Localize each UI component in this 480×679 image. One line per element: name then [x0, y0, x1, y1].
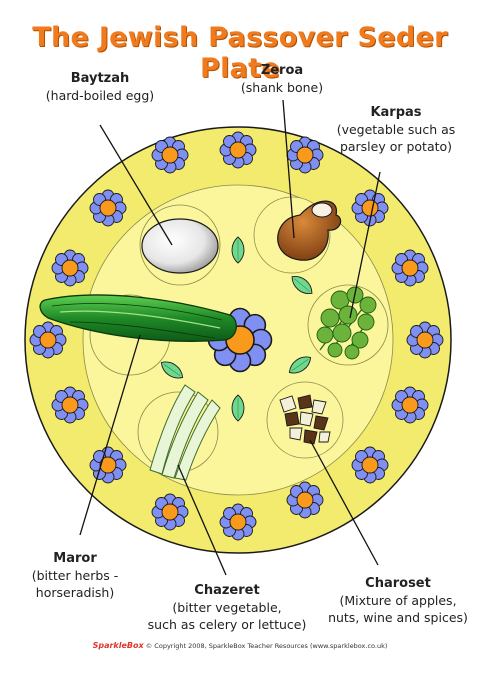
flower-icon	[51, 249, 89, 287]
parsley-icon	[316, 286, 377, 360]
flower-icon	[151, 136, 189, 174]
pointer-chazeret	[177, 464, 227, 576]
copyright-text: © Copyright 2008, SparkleBox Teacher Res…	[145, 642, 388, 650]
flower-icon	[219, 503, 257, 541]
flower-icon	[29, 321, 67, 359]
label-zeroa-name: Zeroa	[260, 63, 304, 78]
flower-icon	[286, 136, 324, 174]
label-zeroa-desc: (shank bone)	[240, 80, 324, 95]
pointer-maror	[79, 334, 141, 536]
label-baytzah: Baytzah (hard-boiled egg)	[35, 70, 165, 104]
label-maror: Maror (bitter herbs - horseradish)	[20, 550, 130, 601]
pointer-karpas	[349, 171, 381, 319]
charoset-icon	[279, 394, 331, 445]
flower-icon	[351, 446, 389, 484]
label-maror-desc-line2: horseradish)	[35, 585, 115, 600]
copyright-footer: SparkleBox © Copyright 2008, SparkleBox …	[0, 641, 480, 650]
flower-icon	[406, 321, 444, 359]
flower-icon	[89, 446, 127, 484]
label-zeroa: Zeroa (shank bone)	[222, 62, 342, 96]
label-baytzah-desc: (hard-boiled egg)	[45, 88, 155, 103]
flower-icon	[51, 386, 89, 424]
label-charoset-name: Charoset	[365, 576, 431, 591]
label-chazeret-name: Chazeret	[194, 583, 260, 598]
label-pointer-lines	[79, 99, 381, 576]
flower-icon	[89, 189, 127, 227]
label-charoset-desc-line2: nuts, wine and spices)	[328, 610, 468, 625]
label-karpas: Karpas (vegetable such as parsley or pot…	[328, 104, 464, 155]
pointer-zeroa	[282, 99, 295, 239]
flower-icon	[391, 249, 429, 287]
label-karpas-desc-line2: parsley or potato)	[339, 139, 453, 154]
label-maror-desc-line1: (bitter herbs -	[31, 568, 119, 583]
label-karpas-name: Karpas	[370, 105, 422, 120]
shank-bone-icon	[277, 200, 342, 261]
label-baytzah-name: Baytzah	[70, 71, 130, 86]
flower-icon	[286, 481, 324, 519]
label-chazeret-desc-line2: such as celery or lettuce)	[147, 617, 307, 632]
egg-icon	[141, 218, 219, 274]
celery-icon	[149, 384, 221, 481]
flower-icon	[151, 493, 189, 531]
label-charoset-desc-line1: (Mixture of apples,	[339, 593, 457, 608]
label-charoset: Charoset (Mixture of apples, nuts, wine …	[318, 575, 478, 626]
flower-icon	[219, 131, 257, 169]
pointer-baytzah	[99, 124, 173, 246]
label-chazeret: Chazeret (bitter vegetable, such as cele…	[142, 582, 312, 633]
sparklebox-logo: SparkleBox	[92, 641, 144, 650]
label-karpas-desc-line1: (vegetable such as	[336, 122, 456, 137]
page-title: The Jewish Passover Seder Plate	[32, 22, 448, 84]
flower-icon	[391, 386, 429, 424]
bitter-herbs-icon	[39, 294, 237, 342]
pointer-charoset	[309, 439, 379, 566]
label-chazeret-desc-line1: (bitter vegetable,	[172, 600, 282, 615]
label-maror-name: Maror	[53, 551, 97, 566]
